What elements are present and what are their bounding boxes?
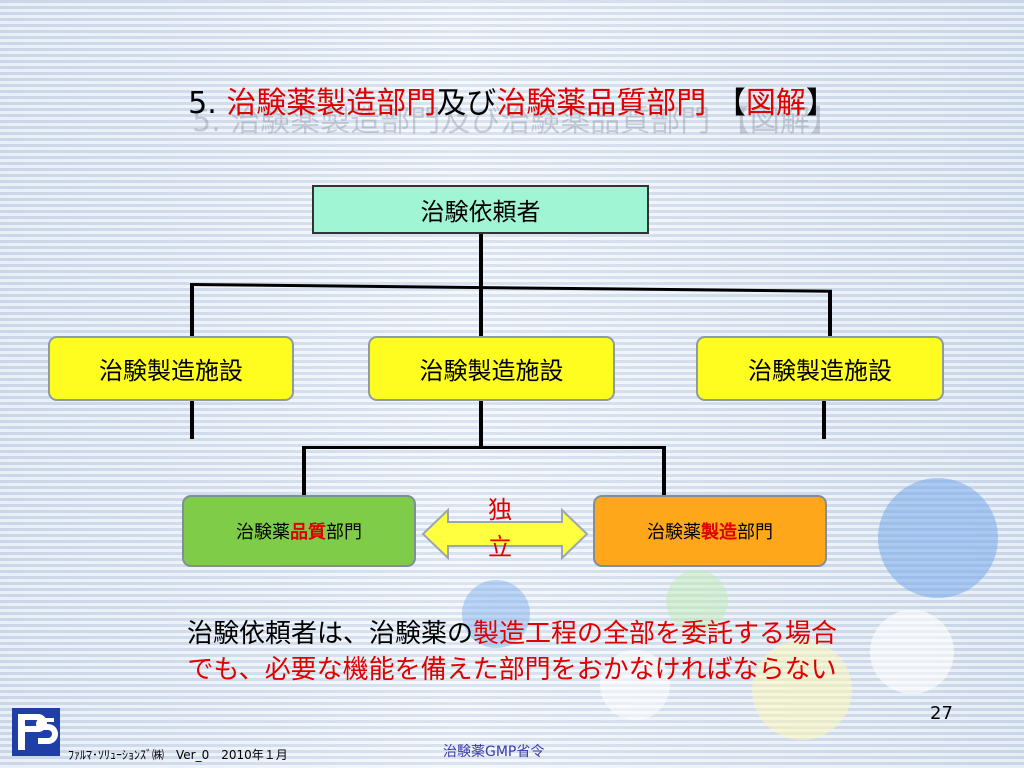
connector-qa-drop [302, 446, 306, 495]
connector-left-drop [190, 284, 194, 336]
title-part2: 治験薬品質部門 [496, 86, 707, 121]
decor-circle-green [666, 570, 728, 632]
title-bracket-text: 図解 [745, 86, 806, 121]
independence-char-1: 独 [488, 496, 512, 524]
footer-title: 治験薬GMP省令 [443, 744, 545, 760]
qa-unit-box: 治験薬品質部門 [182, 495, 416, 567]
decor-circle-blue [462, 580, 530, 648]
facility-label: 治験製造施設 [419, 357, 564, 385]
client-label: 治験依頼者 [420, 198, 541, 226]
summary-line-1: 治験依頼者は、治験薬の製造工程の全部を委託する場合 [0, 616, 1024, 652]
independence-char-2: 立 [488, 533, 512, 561]
summary-line-1-black: 治験依頼者は、治験薬の [186, 619, 473, 649]
title-part1: 治験薬製造部門 [226, 86, 437, 121]
page-title: 5. 治験薬製造部門及び治験薬品質部門 【図解】 [0, 78, 1024, 122]
facility-box-right: 治験製造施設 [696, 336, 944, 401]
client-box: 治験依頼者 [312, 185, 649, 234]
summary-text: 治験依頼者は、治験薬の製造工程の全部を委託する場合 でも、必要な機能を備えた部門… [0, 616, 1024, 688]
facility-box-center: 治験製造施設 [368, 336, 615, 401]
qa-prefix: 治験薬 [236, 522, 290, 543]
facility-label: 治験製造施設 [748, 357, 892, 385]
mfg-suffix: 部門 [737, 522, 773, 543]
decor-circle-yellow [752, 640, 852, 740]
title-shadow: 5. 治験薬製造部門及び治験薬品質部門 【図解】 [192, 104, 840, 139]
company-logo-icon [12, 708, 60, 756]
double-arrow-icon [421, 507, 589, 561]
decor-circle-large [878, 478, 998, 598]
title-bracket-close: 】 [805, 86, 836, 121]
mfg-prefix: 治験薬 [647, 522, 701, 543]
footer-company: ﾌｧﾙﾏ･ｿﾘｭｰｼｮﾝｽﾞ㈱ Ver_0 2010年１月 [68, 748, 288, 762]
qa-suffix: 部門 [326, 522, 362, 543]
connector-client-down [479, 234, 483, 336]
connector-left-stub [190, 401, 194, 439]
qa-highlight: 品質 [290, 522, 326, 543]
independence-label: 独 立 [470, 492, 530, 566]
facility-label: 治験製造施設 [99, 357, 243, 385]
decor-circle-white [870, 610, 954, 694]
title-connector: 及び [436, 86, 497, 121]
title-number: 5. [188, 86, 217, 121]
summary-line-2: でも、必要な機能を備えた部門をおかなければならない [0, 652, 1024, 688]
mfg-unit-box: 治験薬製造部門 [593, 495, 827, 567]
summary-line-2-red: でも、必要な機能を備えた部門をおかなければならない [187, 655, 837, 685]
title-bracket-open: 【 [715, 86, 746, 121]
connector-bottom-bar [302, 446, 666, 449]
connector-mid-down [479, 401, 483, 448]
decor-circle-pale [600, 650, 670, 720]
mfg-highlight: 製造 [701, 522, 737, 543]
connector-mfg-drop [662, 446, 666, 495]
connector-right-drop [828, 290, 832, 336]
facility-box-left: 治験製造施設 [48, 336, 294, 401]
summary-line-1-red: 製造工程の全部を委託する場合 [473, 619, 838, 649]
connector-top-bar [189, 283, 832, 293]
connector-right-stub [822, 401, 826, 439]
page-number: 27 [930, 703, 953, 724]
